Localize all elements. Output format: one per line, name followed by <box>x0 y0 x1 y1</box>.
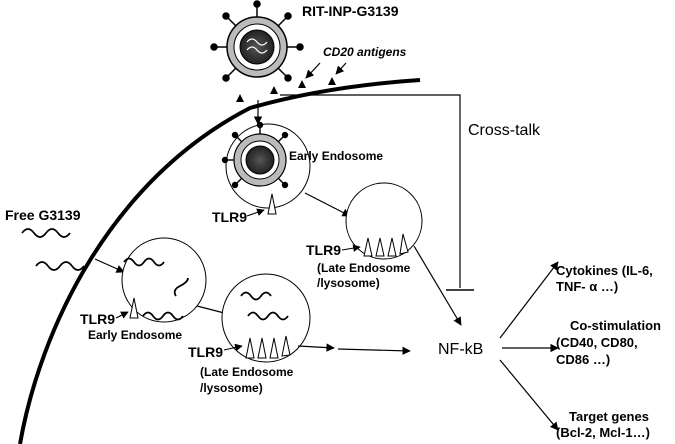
late-endosome-bottom <box>221 273 311 363</box>
early-endosome-top-label: Early Endosome <box>289 149 384 163</box>
costimulation-label-1: Co-stimulation <box>570 318 661 333</box>
target-genes-label-1: Target genes <box>569 409 649 424</box>
tlr9-receptor-bottom-early <box>129 297 139 319</box>
crosstalk-label: Cross-talk <box>468 122 541 139</box>
nanoparticle-icon <box>210 0 304 82</box>
arrow-free-g3139-entry <box>94 258 125 273</box>
cd20-antigen-4 <box>328 77 336 85</box>
late-endosome-top-label-1: (Late Endosome <box>317 261 411 275</box>
cd20-antigen-2 <box>270 86 278 94</box>
arrow-nfkb-to-target-genes <box>499 359 559 431</box>
cd20-antigen-3 <box>298 80 306 88</box>
arrow-tlr9-top-late <box>341 244 361 252</box>
free-g3139-label: Free G3139 <box>5 207 81 223</box>
arrow-top-early-to-late <box>304 192 351 217</box>
cd20-pointer-1 <box>305 62 321 79</box>
late-endosome-top <box>345 182 423 260</box>
late-endosome-bottom-label-2: /lysosome) <box>200 381 263 395</box>
arrow-top-late-to-nfkb <box>413 245 462 326</box>
early-endosome-bottom-label: Early Endosome <box>88 328 183 342</box>
nanoparticle-label: RIT-INP-G3139 <box>302 3 399 19</box>
cd20-pointer-2 <box>335 62 347 75</box>
cd20-antigen-1 <box>236 94 244 102</box>
arrow-bottom-late-to-nfkb <box>297 343 335 352</box>
cytokines-label-2: TNF- α …) <box>556 279 619 294</box>
cell-membrane <box>18 78 421 444</box>
costimulation-label-3: CD86 …) <box>556 352 611 367</box>
arrow-nfkb-to-cytokines <box>499 261 559 339</box>
late-endosome-bottom-label-1: (Late Endosome <box>200 365 294 379</box>
nfkb-label: NF-kB <box>438 341 484 358</box>
tlr9-top-early-label: TLR9 <box>212 209 247 225</box>
tlr9-receptor-top-early <box>267 193 277 215</box>
tlr9-top-late-label: TLR9 <box>306 242 341 258</box>
arrow-bottom-late-to-nfkb-2 <box>337 346 411 355</box>
free-g3139-oligos <box>21 228 85 271</box>
arrow-tlr9-bottom-late <box>223 343 243 352</box>
cd20-antigens <box>236 77 336 102</box>
arrow-tlr9-bottom-early <box>115 311 129 319</box>
arrow-tlr9-top-early <box>246 208 265 217</box>
cytokines-label-1: Cytokines (IL-6, <box>556 263 653 278</box>
late-endosome-top-label-2: /lysosome) <box>317 276 380 290</box>
costimulation-label-2: (CD40, CD80, <box>556 335 638 350</box>
tlr9-bottom-early-label: TLR9 <box>80 311 115 327</box>
tlr9-bottom-late-label: TLR9 <box>188 344 223 360</box>
early-endosome-top <box>221 121 311 215</box>
early-endosome-bottom <box>121 237 207 323</box>
cd20-antigens-label: CD20 antigens <box>323 45 407 59</box>
crosstalk-line <box>280 94 461 288</box>
target-genes-label-2: (Bcl-2, Mcl-1…) <box>556 425 650 440</box>
